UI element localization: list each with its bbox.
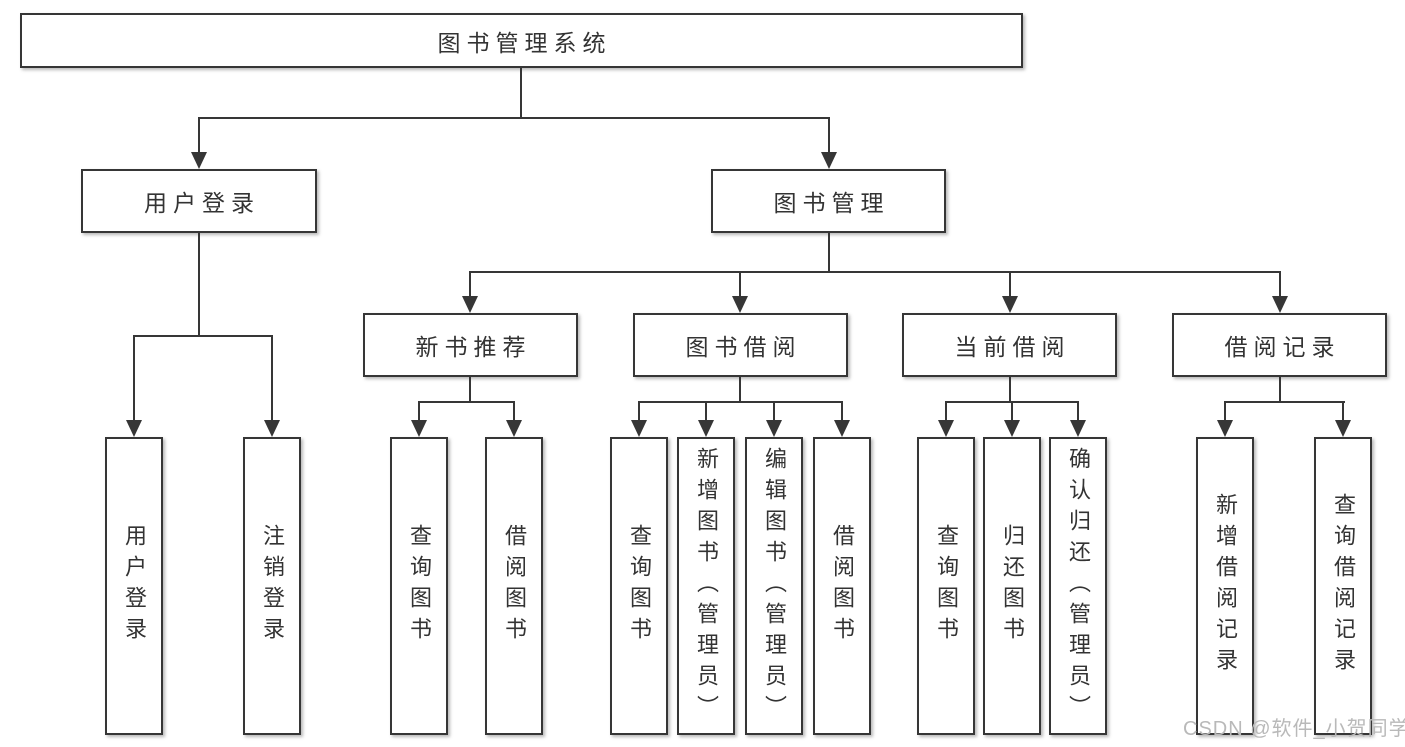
arrow-down-icon — [1002, 296, 1018, 313]
leaf-borrow-books: 借阅图书 — [813, 437, 871, 735]
arrow-down-icon — [126, 420, 142, 437]
arrow-down-icon — [1070, 420, 1086, 437]
node-book-management: 图书管理 — [711, 169, 946, 233]
connector-line — [841, 401, 843, 421]
node-book-borrow-label: 图书借阅 — [685, 334, 802, 360]
node-root: 图书管理系统 — [20, 13, 1023, 68]
leaf-recommend-query-books: 查询图书 — [390, 437, 448, 735]
leaf-return-books: 归还图书 — [983, 437, 1041, 735]
arrow-down-icon — [506, 420, 522, 437]
connector-line — [469, 271, 1281, 273]
connector-line — [418, 401, 420, 421]
leaf-add-books-admin: 新增图书（管理员） — [677, 437, 735, 735]
arrow-down-icon — [698, 420, 714, 437]
node-new-book-recommend: 新书推荐 — [363, 313, 578, 377]
leaf-borrow-books-label: 借阅图书 — [830, 524, 855, 648]
arrow-down-icon — [264, 420, 280, 437]
connector-line — [945, 401, 947, 421]
connector-line — [739, 271, 741, 297]
connector-line — [418, 401, 515, 403]
connector-line — [133, 335, 135, 421]
leaf-add-borrow-record: 新增借阅记录 — [1196, 437, 1254, 735]
leaf-user-login: 用户登录 — [105, 437, 163, 735]
arrow-down-icon — [1004, 420, 1020, 437]
connector-line — [271, 335, 273, 421]
node-book-borrow: 图书借阅 — [633, 313, 848, 377]
connector-line — [469, 376, 471, 403]
connector-line — [1224, 401, 1345, 403]
connector-line — [513, 401, 515, 421]
node-borrow-records-label: 借阅记录 — [1224, 334, 1341, 360]
leaf-add-borrow-record-label: 新增借阅记录 — [1213, 493, 1238, 679]
leaf-current-query-books: 查询图书 — [917, 437, 975, 735]
connector-line — [1342, 401, 1344, 421]
leaf-recommend-borrow-books-label: 借阅图书 — [502, 524, 527, 648]
leaf-logout-label: 注销登录 — [260, 524, 285, 648]
leaf-edit-books-admin: 编辑图书（管理员） — [745, 437, 803, 735]
node-borrow-records: 借阅记录 — [1172, 313, 1387, 377]
connector-line — [198, 117, 830, 119]
connector-line — [773, 401, 775, 421]
arrow-down-icon — [732, 296, 748, 313]
connector-line — [638, 401, 843, 403]
leaf-borrow-query-books: 查询图书 — [610, 437, 668, 735]
arrow-down-icon — [834, 420, 850, 437]
arrow-down-icon — [821, 152, 837, 169]
connector-line — [828, 117, 830, 153]
connector-line — [705, 401, 707, 421]
arrow-down-icon — [766, 420, 782, 437]
leaf-query-borrow-record-label: 查询借阅记录 — [1331, 493, 1356, 679]
leaf-user-login-label: 用户登录 — [122, 524, 147, 648]
connector-line — [133, 335, 273, 337]
leaf-logout: 注销登录 — [243, 437, 301, 735]
leaf-add-books-admin-label: 新增图书（管理员） — [694, 446, 719, 726]
leaf-current-query-books-label: 查询图书 — [934, 524, 959, 648]
connector-line — [1279, 271, 1281, 297]
connector-line — [1077, 401, 1079, 421]
node-root-label: 图书管理系统 — [437, 29, 612, 56]
csdn-watermark: CSDN @软件_小贺同学 — [1183, 718, 1405, 740]
node-new-book-recommend-label: 新书推荐 — [415, 334, 532, 360]
leaf-confirm-return-admin: 确认归还（管理员） — [1049, 437, 1107, 735]
leaf-query-borrow-record: 查询借阅记录 — [1314, 437, 1372, 735]
arrow-down-icon — [191, 152, 207, 169]
connector-line — [198, 231, 200, 336]
connector-line — [1009, 376, 1011, 403]
arrow-down-icon — [462, 296, 478, 313]
node-user-login: 用户登录 — [81, 169, 317, 233]
node-current-borrow-label: 当前借阅 — [954, 334, 1071, 360]
arrow-down-icon — [411, 420, 427, 437]
connector-line — [1224, 401, 1226, 421]
arrow-down-icon — [1335, 420, 1351, 437]
arrow-down-icon — [938, 420, 954, 437]
leaf-return-books-label: 归还图书 — [1000, 524, 1025, 648]
leaf-borrow-query-books-label: 查询图书 — [627, 524, 652, 648]
leaf-recommend-borrow-books: 借阅图书 — [485, 437, 543, 735]
connector-line — [1011, 401, 1013, 421]
node-book-management-label: 图书管理 — [773, 190, 890, 216]
connector-line — [520, 67, 522, 118]
leaf-recommend-query-books-label: 查询图书 — [407, 524, 432, 648]
leaf-confirm-return-admin-label: 确认归还（管理员） — [1066, 446, 1091, 726]
connector-line — [638, 401, 640, 421]
connector-line — [828, 231, 830, 273]
connector-line — [198, 117, 200, 153]
connector-line — [1009, 271, 1011, 297]
arrow-down-icon — [1272, 296, 1288, 313]
arrow-down-icon — [631, 420, 647, 437]
connector-line — [469, 271, 471, 297]
leaf-edit-books-admin-label: 编辑图书（管理员） — [762, 446, 787, 726]
node-user-login-label: 用户登录 — [144, 190, 260, 216]
connector-line — [1279, 376, 1281, 403]
connector-line — [739, 376, 741, 403]
arrow-down-icon — [1217, 420, 1233, 437]
node-current-borrow: 当前借阅 — [902, 313, 1117, 377]
